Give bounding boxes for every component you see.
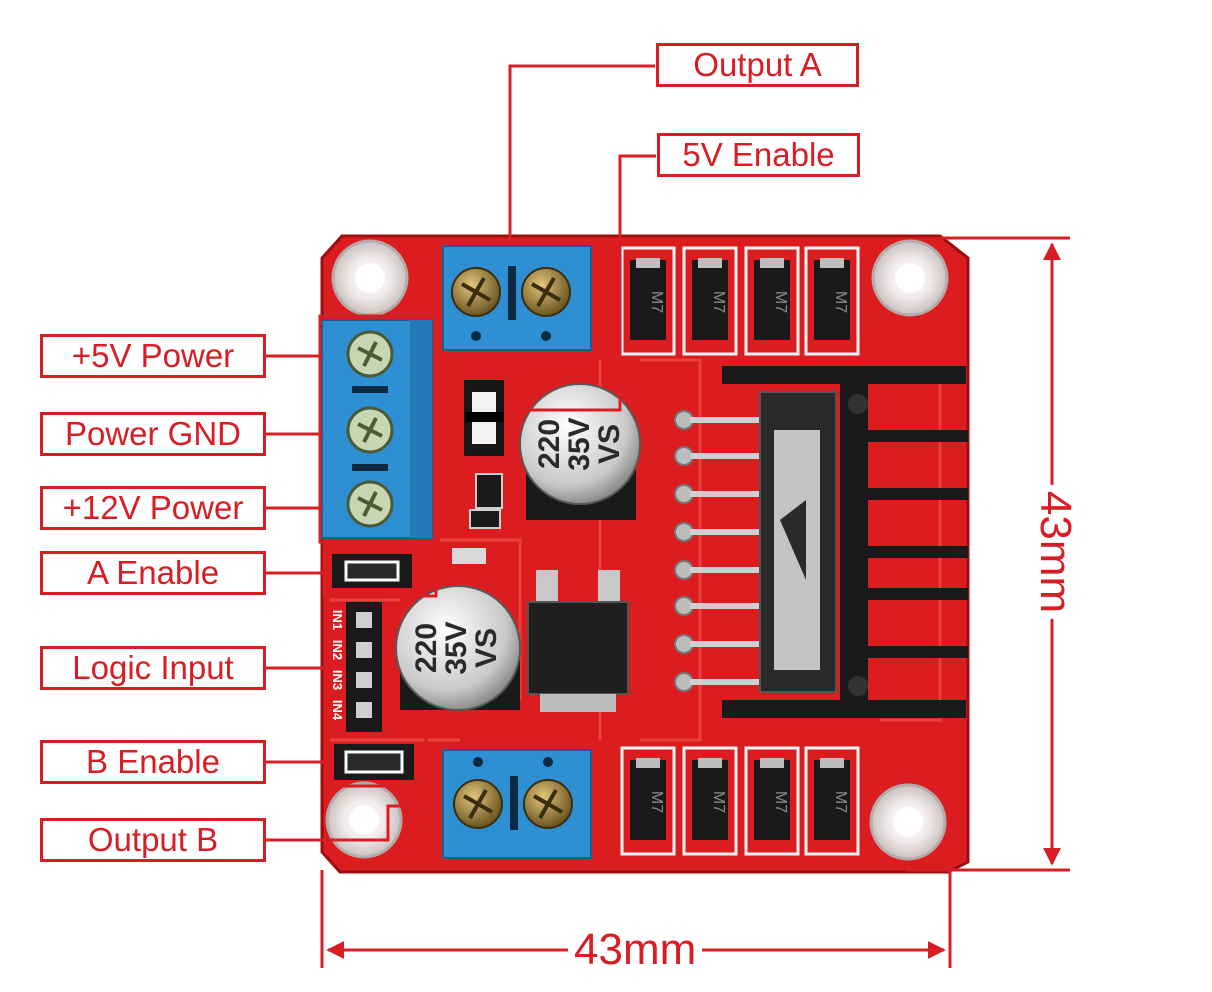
heatsink — [722, 366, 968, 718]
pin-label-in1: IN1 — [330, 610, 345, 630]
diode-top-3: M7 — [744, 246, 800, 356]
diode-top-1: M7 — [620, 246, 676, 356]
voltage-regulator — [527, 570, 629, 712]
diode-marking: M7 — [710, 291, 727, 313]
diode-marking: M7 — [832, 791, 849, 813]
capacitor-bottom-marking: 22035VVS — [410, 621, 503, 674]
a-enable-jumper — [332, 554, 412, 588]
mounting-holes — [325, 239, 949, 861]
capacitor-top-marking: 22035VVS — [533, 417, 626, 470]
diode-bottom-4: M7 — [804, 746, 860, 856]
diode-top-4: M7 — [804, 246, 860, 356]
diode-marking: M7 — [648, 291, 665, 313]
capacitor-marking-line: 35V — [563, 417, 596, 470]
diode-marking: M7 — [772, 791, 789, 813]
pin-label-in3: IN3 — [330, 670, 345, 690]
a-enable-label: A Enable — [40, 551, 266, 595]
leader-5v-enable — [510, 154, 656, 412]
b-enable-jumper — [334, 744, 414, 780]
diode-marking: M7 — [832, 291, 849, 313]
b-enable-label: B Enable — [40, 740, 266, 784]
highlight-output-b — [436, 744, 596, 864]
power-terminal — [321, 319, 433, 539]
output-a-label: Output A — [656, 43, 859, 87]
output-a-terminal — [442, 245, 592, 351]
5v-power-label: +5V Power — [40, 334, 266, 378]
highlight-output-a — [434, 240, 598, 358]
leader-output-a — [508, 64, 655, 244]
callout-lines — [265, 64, 656, 864]
capacitor-marking-line: VS — [470, 628, 503, 668]
width-dimension-label: 43mm — [568, 928, 703, 972]
diode-bottom-1: M7 — [620, 746, 676, 856]
highlight-power — [318, 314, 438, 544]
l298n-chip — [674, 391, 837, 693]
logic-input-header — [346, 602, 382, 732]
capacitor-marking-line: 220 — [533, 419, 566, 469]
5v-enable-jumper — [464, 380, 504, 456]
pin-label-in4: IN4 — [330, 700, 345, 721]
leader-output-b — [265, 804, 440, 842]
capacitor-marking-line: 220 — [410, 623, 443, 673]
height-dimension-label: 43mm — [1031, 484, 1080, 620]
5v-enable-label: 5V Enable — [657, 133, 860, 177]
capacitor-top: 22035VVS — [519, 383, 641, 520]
capacitor-marking-line: VS — [593, 424, 626, 464]
highlight-a-enable — [322, 544, 438, 598]
logic-input-label: Logic Input — [40, 646, 266, 690]
diode-marking: M7 — [648, 791, 665, 813]
diode-top-2: M7 — [682, 246, 738, 356]
diode-marking: M7 — [710, 791, 727, 813]
diode-bottom-3: M7 — [744, 746, 800, 856]
capacitor-bottom: 22035VVS — [395, 585, 521, 711]
output-b-label: Output B — [40, 818, 266, 862]
output-b-terminal — [442, 749, 592, 859]
power-gnd-label: Power GND — [40, 412, 266, 456]
12v-power-label: +12V Power — [40, 486, 266, 530]
diode-bottom-2: M7 — [682, 746, 738, 856]
pin-label-in2: IN2 — [330, 640, 345, 660]
capacitor-marking-line: 35V — [440, 621, 473, 674]
highlight-b-enable — [324, 734, 428, 788]
diode-marking: M7 — [772, 291, 789, 313]
highlight-5v-enable — [456, 370, 516, 462]
